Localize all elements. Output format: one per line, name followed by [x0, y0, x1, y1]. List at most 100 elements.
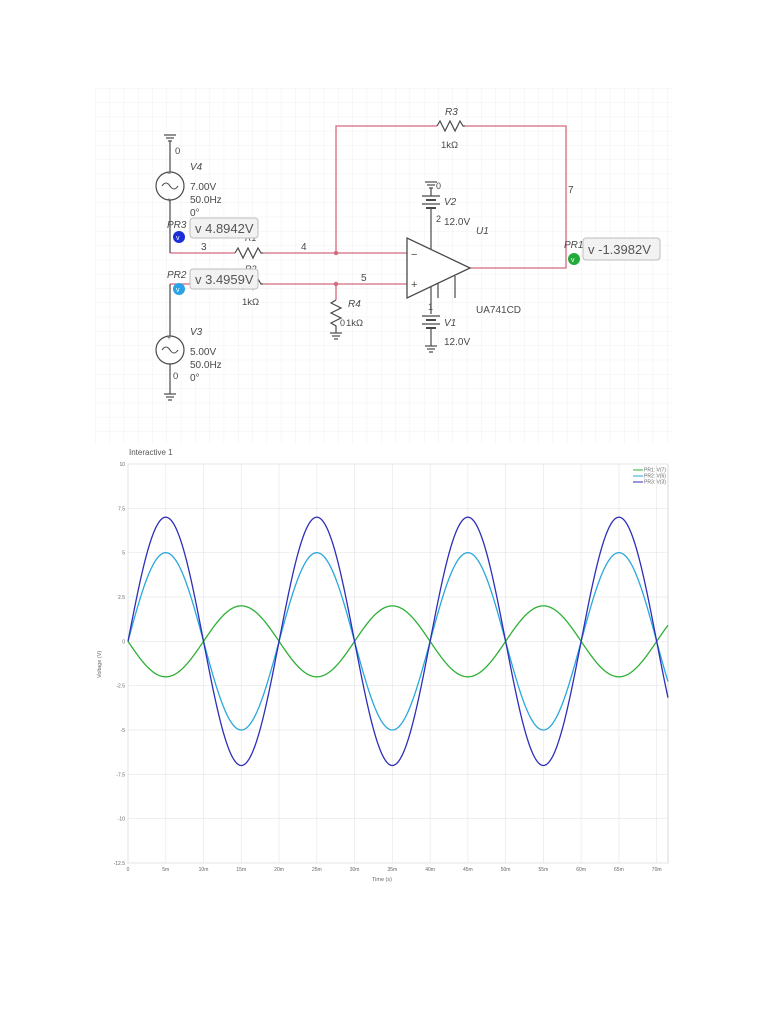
- chart-legend[interactable]: PR1: V(7)PR2: V(6)PR3: V(3): [633, 468, 666, 486]
- svg-text:v: v: [571, 257, 575, 264]
- svg-text:+: +: [167, 197, 171, 204]
- probe-pr3-name: PR3: [167, 220, 187, 231]
- node-label-4: 4: [301, 242, 307, 253]
- v1-name: V1: [444, 318, 456, 329]
- svg-text:v: v: [176, 235, 180, 242]
- v4-voltage: 7.00V: [190, 182, 216, 193]
- y-tick-label: 10: [119, 462, 125, 468]
- v3-voltage: 5.00V: [190, 347, 216, 358]
- dc-supply-v1[interactable]: 1 V1 12.0V: [422, 302, 470, 353]
- x-tick-label: 15m: [236, 867, 246, 873]
- y-tick-label: -5: [121, 728, 126, 734]
- junction-dot: [333, 281, 339, 287]
- node-label-0: 0: [436, 181, 441, 191]
- y-tick-label: 7.5: [118, 506, 125, 512]
- v4-phase: 0°: [190, 208, 200, 219]
- v4-frequency: 50.0Hz: [190, 195, 222, 206]
- voltage-source-v4[interactable]: − + 0 V4 7.00V 50.0Hz 0°: [155, 134, 222, 253]
- v3-phase: 0°: [190, 373, 200, 384]
- v4-name: V4: [190, 162, 203, 173]
- legend-label: PR2: V(6): [644, 474, 666, 480]
- v1-voltage: 12.0V: [444, 337, 470, 348]
- y-tick-label: 2.5: [118, 595, 125, 601]
- x-tick-label: 35m: [387, 867, 397, 873]
- probe-pr2[interactable]: PR2 v 3.4959V v: [167, 268, 259, 295]
- legend-label: PR3: V(3): [644, 480, 666, 486]
- x-tick-label: 10m: [199, 867, 209, 873]
- node-label-0: 0: [175, 146, 180, 157]
- x-tick-label: 70m: [652, 867, 662, 873]
- x-tick-label: 65m: [614, 867, 624, 873]
- svg-text:−: −: [411, 249, 417, 261]
- x-tick-label: 45m: [463, 867, 473, 873]
- series-lines: [127, 516, 669, 767]
- svg-text:+: +: [411, 279, 417, 291]
- svg-text:−: −: [167, 361, 171, 368]
- x-tick-label: 40m: [425, 867, 435, 873]
- series-line-2: [127, 552, 669, 731]
- schematic-grid: [95, 88, 673, 444]
- legend-label: PR1: V(7): [644, 468, 666, 474]
- y-tick-label: -7.5: [116, 772, 125, 778]
- probe-pr3-reading: v 4.8942V: [195, 221, 254, 236]
- y-tick-label: 5: [122, 551, 125, 557]
- x-tick-label: 0: [127, 867, 130, 873]
- y-tick-label: -12.5: [114, 861, 126, 867]
- v2-name: V2: [444, 197, 457, 208]
- probe-pr2-marker-icon: [173, 283, 185, 295]
- u1-part: UA741CD: [476, 305, 521, 316]
- u1-name: U1: [476, 226, 489, 237]
- r3-value: 1kΩ: [441, 140, 458, 151]
- x-tick-label: 60m: [576, 867, 586, 873]
- x-tick-label: 5m: [162, 867, 169, 873]
- node-label-1: 1: [428, 302, 433, 312]
- probe-pr1-marker-icon: [568, 253, 580, 265]
- node-label-5: 5: [361, 273, 367, 284]
- svg-text:+: +: [167, 335, 171, 342]
- x-tick-label: 50m: [501, 867, 511, 873]
- node-label-0: 0: [173, 371, 178, 382]
- r4-name: R4: [348, 299, 361, 310]
- resistor-r3[interactable]: R3 1kΩ: [436, 107, 465, 151]
- y-tick-label: -10: [118, 817, 125, 823]
- circuit-schematic[interactable]: R3 1kΩ R1 R2 1kΩ R4 1kΩ 0 − +: [95, 88, 673, 444]
- junction-dot: [333, 250, 339, 256]
- resistor-r4[interactable]: R4 1kΩ 0: [329, 299, 363, 340]
- probe-pr2-reading: v 3.4959V: [195, 272, 254, 287]
- r4-value: 1kΩ: [346, 318, 363, 329]
- probe-pr1-reading: v -1.3982V: [588, 242, 651, 257]
- plot-title: Interactive 1: [129, 448, 173, 457]
- x-tick-label: 30m: [350, 867, 360, 873]
- dc-supply-v2[interactable]: 0 2 V2 12.0V: [422, 181, 470, 228]
- svg-text:v: v: [176, 287, 180, 294]
- node-label-2: 2: [436, 214, 441, 224]
- probe-pr3-marker-icon: [173, 231, 185, 243]
- series-line-1: [127, 605, 669, 678]
- series-line-3: [127, 516, 669, 767]
- ground-icon: [425, 345, 437, 353]
- y-tick-label: -2.5: [116, 684, 125, 690]
- x-tick-label: 25m: [312, 867, 322, 873]
- probe-pr1-name: PR1: [564, 240, 583, 251]
- y-tick-labels: 107.552.50-2.5-5-7.5-10-12.5: [114, 462, 126, 867]
- x-tick-label: 55m: [539, 867, 549, 873]
- probe-pr1[interactable]: PR1 v -1.3982V v: [564, 237, 661, 265]
- x-axis-label: Time (s): [372, 877, 392, 883]
- waveform-plot[interactable]: Interactive 1 10 7.5 5 2.5 0 -2.5 -5 -7.5 -10 -12…: [95, 444, 673, 884]
- plot-area: [127, 463, 669, 864]
- voltage-source-v3[interactable]: + − 0 V3 5.00V 50.0Hz 0°: [155, 284, 222, 401]
- v2-voltage: 12.0V: [444, 217, 470, 228]
- ground-icon: [164, 393, 176, 401]
- op-amp-u1[interactable]: − + U1 UA741CD: [406, 215, 521, 316]
- v3-name: V3: [190, 327, 203, 338]
- r3-name: R3: [445, 107, 458, 118]
- node-label-3: 3: [201, 242, 207, 253]
- node-label-7: 7: [568, 185, 574, 196]
- probe-pr2-name: PR2: [167, 270, 187, 281]
- v3-frequency: 50.0Hz: [190, 360, 222, 371]
- ground-icon: [330, 332, 342, 340]
- r2-value: 1kΩ: [242, 297, 259, 308]
- probe-pr3[interactable]: PR3 v 4.8942V v: [167, 217, 259, 243]
- feedback-wire[interactable]: [335, 125, 567, 269]
